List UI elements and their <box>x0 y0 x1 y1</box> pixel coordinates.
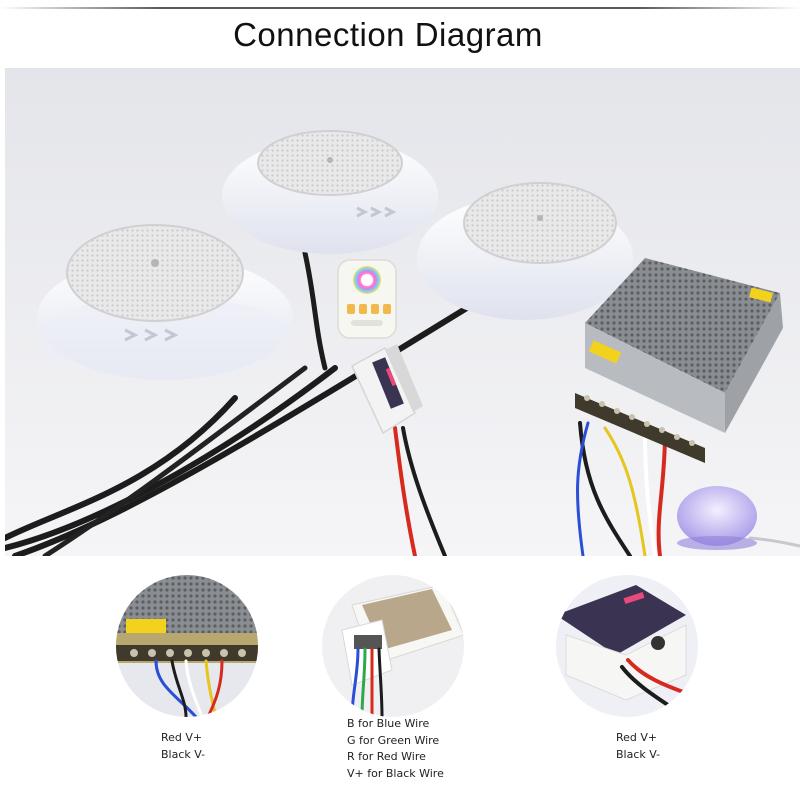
caption-power-supply: Red V+ Black V- <box>161 730 205 763</box>
power-supply <box>575 258 783 463</box>
pool-light-left <box>37 224 293 380</box>
pool-light-middle <box>222 130 438 254</box>
thumb-power-supply <box>116 575 258 717</box>
caption-line: Red V+ <box>161 731 203 744</box>
caption-controller-power: Red V+ Black V- <box>616 730 660 763</box>
caption-line: Black V- <box>616 747 661 761</box>
pool-light-right <box>417 182 633 320</box>
caption-line: Red V+ <box>616 731 658 744</box>
caption-line: B for Blue Wire <box>347 717 430 730</box>
caption-line: Black V- <box>161 747 206 761</box>
caption-line: G for Green Wire <box>347 733 440 747</box>
rf-remote <box>337 259 397 339</box>
page-title: Connection Diagram <box>233 16 543 53</box>
thumb-controller-power <box>556 575 698 717</box>
caption-line: V+ for Black Wire <box>347 766 444 780</box>
main-connection-photo <box>5 68 800 556</box>
caption-rgb-wires: B for Blue Wire G for Green Wire R for R… <box>347 716 444 782</box>
top-divider-line <box>0 7 800 9</box>
rgb-controller <box>351 344 423 435</box>
thumb-controller-rgb <box>322 575 464 717</box>
wifi-hub <box>677 486 757 550</box>
caption-line: R for Red Wire <box>347 750 426 763</box>
